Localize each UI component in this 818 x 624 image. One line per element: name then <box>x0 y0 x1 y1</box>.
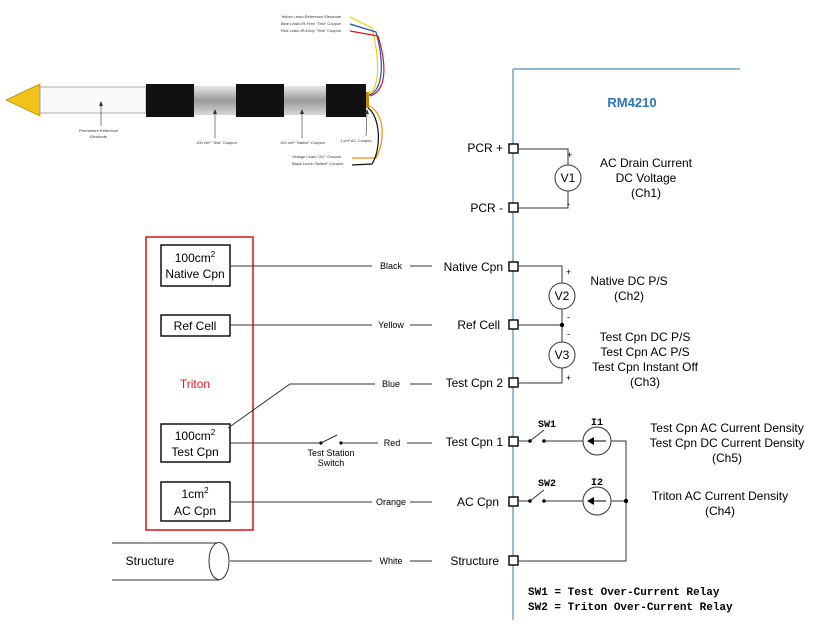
channel-descriptions: AC Drain Current DC Voltage (Ch1) Native… <box>590 156 804 518</box>
ch3-line: (Ch3) <box>630 375 660 389</box>
terminals: PCR + PCR - Native Cpn Ref Cell Test Cpn… <box>444 141 519 568</box>
triton-ref-cell-label: Ref Cell <box>174 319 217 333</box>
test-cpn-2-label: Test Cpn 2 <box>446 376 504 390</box>
wires: Black Yellow Blue Red Test Station Switc… <box>227 261 432 566</box>
probe-tip-icon <box>5 83 41 117</box>
native-coupon-band <box>284 86 326 115</box>
terminal-test1 <box>508 436 519 447</box>
v1-plus: + <box>567 150 572 160</box>
yellow-lead-label: Yellow Lead=Reference Electrode <box>281 14 342 19</box>
v3-plus: + <box>566 373 571 383</box>
sw1-label: SW1 <box>538 420 556 431</box>
red-lead-label: Red Lead=IR-Drop "Test" Coupon <box>281 28 341 33</box>
ch4-line: (Ch4) <box>705 504 735 518</box>
rm4210-enclosure: RM4210 <box>512 68 740 620</box>
native-coupon-label: 100 cm² "Native" Coupon <box>280 140 325 145</box>
ch2-line: Native DC P/S <box>590 274 667 288</box>
ch3-line: Test Cpn AC P/S <box>600 345 689 359</box>
ref-cell-label: Ref Cell <box>457 318 500 332</box>
structure-pipe: Structure <box>112 542 230 581</box>
ch5-line: (Ch5) <box>712 451 742 465</box>
terminal-ref <box>508 319 519 330</box>
wire-black-label: Black <box>380 261 403 271</box>
i2-label: I2 <box>591 478 603 489</box>
test-coupon-label: 100 cm² "Test" Coupon <box>196 140 237 145</box>
triton-ac-coupon <box>160 481 231 522</box>
ch5-line: Test Cpn AC Current Density <box>650 421 803 435</box>
probe-band <box>326 84 366 117</box>
pipe-end-icon <box>208 542 230 580</box>
test-cpn-1-label: Test Cpn 1 <box>446 435 504 449</box>
native-coupon-size: 100cm2 <box>175 250 216 265</box>
blue-lead-label: Blue Lead=IR-Free "Test" Coupon <box>281 21 341 26</box>
relay-legend: SW1 = Test Over-Current Relay SW2 = Trit… <box>528 587 733 614</box>
ch1-line: (Ch1) <box>631 186 661 200</box>
triton-label: Triton <box>180 377 210 391</box>
v2-label: V2 <box>555 289 570 303</box>
ch4-line: Triton AC Current Density <box>652 489 788 503</box>
wire-red-label: Red <box>384 438 401 448</box>
test-station-switch-label: Switch <box>318 458 345 468</box>
reference-tube <box>39 86 147 114</box>
ch1-line: DC Voltage <box>616 171 677 185</box>
probe-band <box>146 84 194 117</box>
ac-cpn-label: AC Cpn <box>457 495 499 509</box>
v3-minus: - <box>567 329 570 339</box>
v1-minus: - <box>567 199 570 209</box>
v3-label: V3 <box>555 348 570 362</box>
i1-label: I1 <box>591 418 603 429</box>
sw2-label: SW2 <box>538 479 556 490</box>
ac-coupon-size: 1cm2 <box>181 486 209 501</box>
reference-electrode-label: Electrode <box>90 134 108 139</box>
v1-label: V1 <box>561 171 576 185</box>
wire-orange-label: Orange <box>376 497 406 507</box>
probe-illustration: Yellow Lead=Reference Electrode Blue Lea… <box>5 14 385 166</box>
structure-pipe-label: Structure <box>126 554 175 568</box>
instrument-title: RM4210 <box>607 95 656 110</box>
native-cpn-label: Native Cpn <box>444 260 503 274</box>
ch3-line: Test Cpn DC P/S <box>600 330 691 344</box>
pcr-minus-label: PCR - <box>470 201 503 215</box>
legend-sw2: SW2 = Triton Over-Current Relay <box>528 602 733 614</box>
test-coupon-size: 100cm2 <box>175 428 216 443</box>
reference-electrode-label: Permanent Reference <box>79 128 119 133</box>
v1-meter-icon <box>554 164 582 192</box>
terminal-pcr-minus <box>508 202 519 213</box>
orange-lead-label: Orange Lead="AC" Coupon <box>292 154 341 159</box>
structure-terminal-label: Structure <box>450 554 499 568</box>
ac-coupon-label: 1 cm² AC Coupon <box>340 138 372 143</box>
native-coupon-name: Native Cpn <box>165 267 224 281</box>
test-coupon-name: Test Cpn <box>171 445 218 459</box>
triton-assembly: 100cm2 Native Cpn Ref Cell Triton 100cm2… <box>145 236 254 531</box>
wire-yellow-label: Yellow <box>378 320 404 330</box>
ch3-line: Test Cpn Instant Off <box>592 360 698 374</box>
ch2-line: (Ch2) <box>614 289 644 303</box>
wire-white-label: White <box>379 556 402 566</box>
terminal-ac <box>508 496 519 507</box>
ac-coupon-ring <box>366 92 369 108</box>
legend-sw1: SW1 = Test Over-Current Relay <box>528 587 720 599</box>
black-lead-label: Black Lead="Native" Coupon <box>292 161 343 166</box>
probe-band <box>236 84 284 117</box>
terminal-structure <box>508 555 519 566</box>
v2-plus: + <box>566 267 571 277</box>
test-station-switch-label: Test Station <box>307 448 354 458</box>
v2-minus: - <box>567 312 570 322</box>
triton-border <box>145 236 254 531</box>
v3-meter-icon <box>548 341 576 369</box>
terminal-test2 <box>508 377 519 388</box>
ac-coupon-name: AC Cpn <box>174 504 216 518</box>
triton-test-coupon <box>160 423 231 463</box>
terminal-pcr-plus <box>508 143 519 154</box>
wire-blue-label: Blue <box>382 379 400 389</box>
ch5-line: Test Cpn DC Current Density <box>650 436 805 450</box>
terminal-native <box>508 261 519 272</box>
meter-circuits: V1 + - V2 V3 + - - + SW1 I1 SW2 <box>518 148 629 562</box>
v2-meter-icon <box>548 282 576 310</box>
pcr-plus-label: PCR + <box>467 141 503 155</box>
ch1-line: AC Drain Current <box>600 156 693 170</box>
